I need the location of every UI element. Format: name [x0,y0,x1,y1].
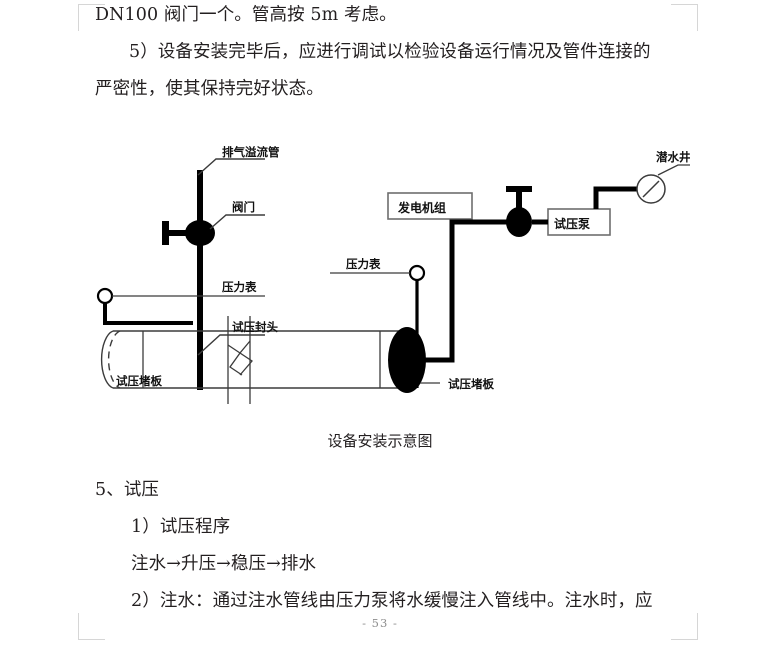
main-pipe-body [100,330,405,389]
vent-overflow-pipe-leader [197,158,265,176]
pressure-gauge-right-icon [330,264,426,388]
page-number: - 53 - [362,616,398,630]
test-pump-box [532,208,611,236]
equipment-installation-figure: 排气溢流管 阀门 压力表 试压封头 压力表 试压堵板 试压堵板 发电机组 试压泵… [80,145,690,465]
label-test-pump: 试压泵 [554,216,590,231]
valve-left-icon [162,220,215,246]
label-vent-overflow-pipe: 排气溢流管 [222,145,280,159]
paragraph-item5-line2: 严密性，使其保持完好状态。 [95,79,324,99]
figure-caption: 设备安装示意图 [327,432,433,450]
vent-overflow-pipe-icon [197,170,203,390]
label-blind-plate-right: 试压堵板 [448,377,494,391]
paragraph-flow-sequence: 注水→升压→稳压→排水 [131,554,317,574]
label-pressure-gauge-right: 压力表 [346,257,381,271]
label-blind-plate-left: 试压堵板 [116,374,162,388]
label-valve: 阀门 [232,200,255,214]
valve-left-leader [209,214,265,230]
label-test-head: 试压封头 [232,320,278,334]
crop-mark-top-right [671,4,698,31]
pump-to-well-piping [593,186,637,209]
valve-right-icon [506,186,532,237]
paragraph-dn100: DN100 阀门一个。管高按 5m 考虑。 [95,5,397,25]
top-text-block: DN100 阀门一个。管高按 5m 考虑。 5）设备安装完毕后，应进行调试以检验… [95,0,695,108]
pressure-gauge-left-icon [96,287,265,325]
crop-mark-top-left [78,4,105,31]
label-generator-set: 发电机组 [397,200,446,215]
pipe-break-symbol [227,316,253,404]
water-well-icon [636,164,690,204]
paragraph-item5-line1: 5）设备安装完毕后，应进行调试以检验设备运行情况及管件连接的 [129,42,651,62]
bottom-text-block: 5、试压 1）试压程序 注水→升压→稳压→排水 2）注水：通过注水管线由压力泵将… [95,472,695,620]
paragraph-item1-procedure: 1）试压程序 [131,517,231,537]
crop-mark-bottom-right [671,613,698,640]
crop-mark-bottom-left [78,613,105,640]
label-water-well: 潜水井 [656,150,690,164]
label-pressure-gauge-left: 压力表 [222,280,257,294]
paragraph-item2-water-injection: 2）注水：通过注水管线由压力泵将水缓慢注入管线中。注水时，应 [131,591,653,611]
discharge-piping [414,219,520,363]
heading-5-test-pressure: 5、试压 [95,480,160,500]
test-head-leader [197,334,265,356]
generator-set-box [387,192,473,220]
